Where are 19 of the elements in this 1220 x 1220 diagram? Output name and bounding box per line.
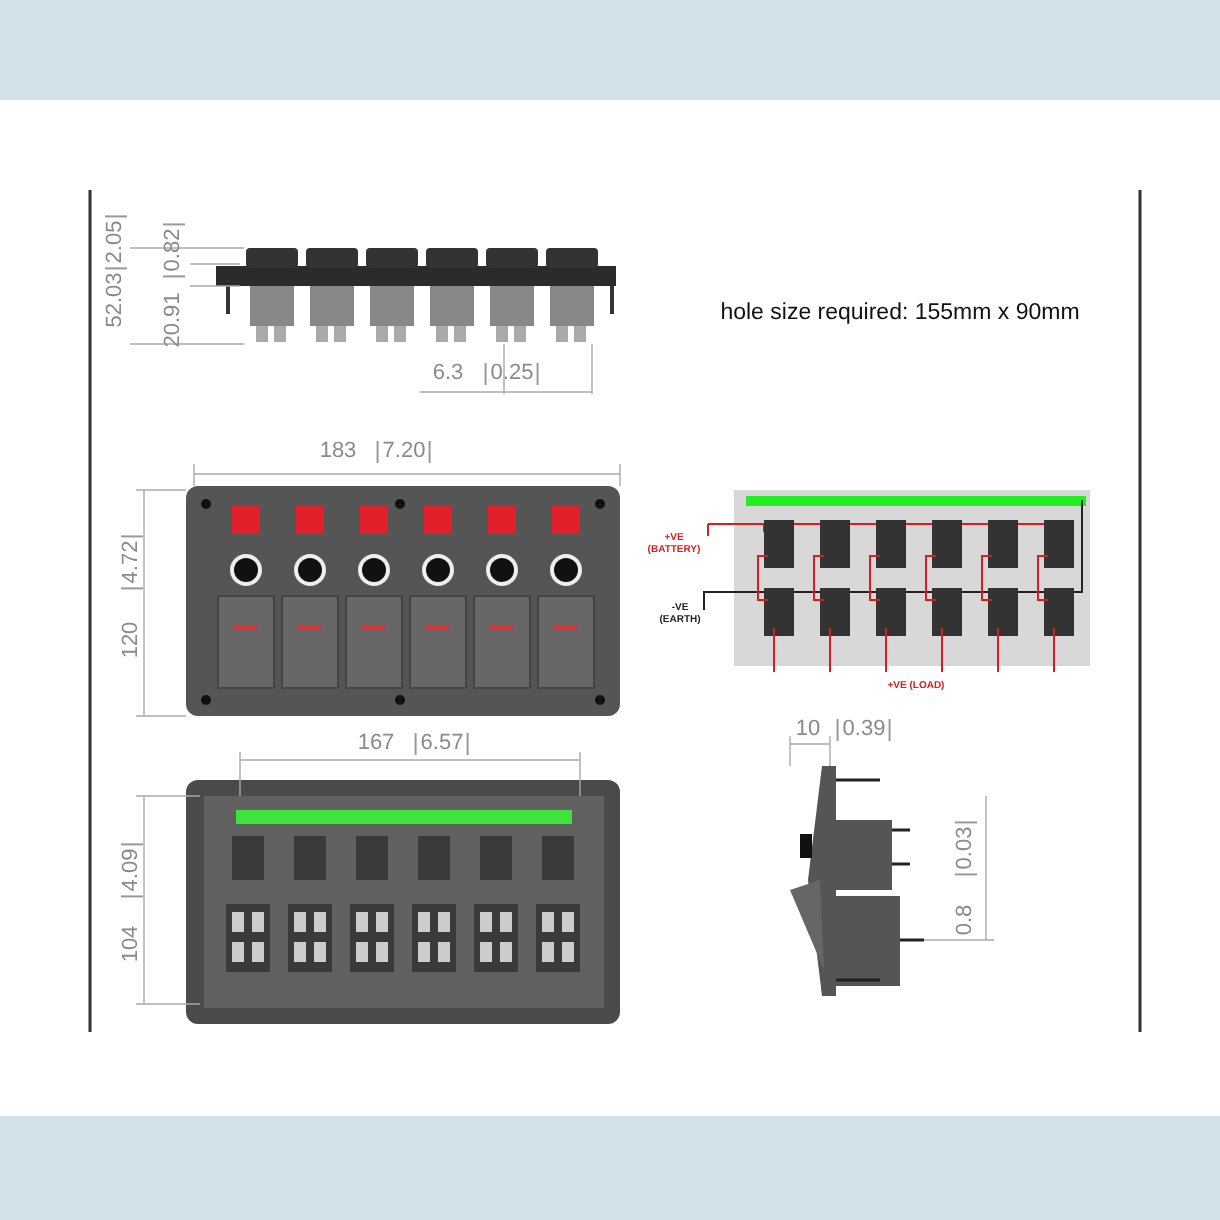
dimension-label: 104	[121, 925, 143, 963]
dimension-label: 52.03	[105, 272, 127, 328]
dimension-label: 0.03	[955, 820, 977, 876]
note-text: hole size required: 155mm x 90mm	[720, 302, 1080, 326]
dimension-label: 0.82	[163, 222, 185, 278]
dimension-label: 6.57	[414, 733, 470, 755]
dimension-label: 167	[357, 733, 395, 755]
dimension-label: 0.8	[955, 904, 977, 936]
dimension-label: 0.25	[484, 363, 540, 385]
dimension-label: 0.39	[836, 719, 892, 741]
dimension-label: 6.3	[432, 363, 464, 385]
dimension-label: 7.20	[376, 441, 432, 463]
dimension-label: 120	[121, 621, 143, 659]
dimension-label: 20.91	[163, 292, 185, 348]
dimension-label: 4.72	[121, 534, 143, 590]
dimension-label: 2.05	[105, 214, 127, 270]
dimension-label: 183	[319, 441, 357, 463]
dimension-label: 4.09	[121, 842, 143, 898]
dimension-label: 10	[795, 719, 821, 741]
